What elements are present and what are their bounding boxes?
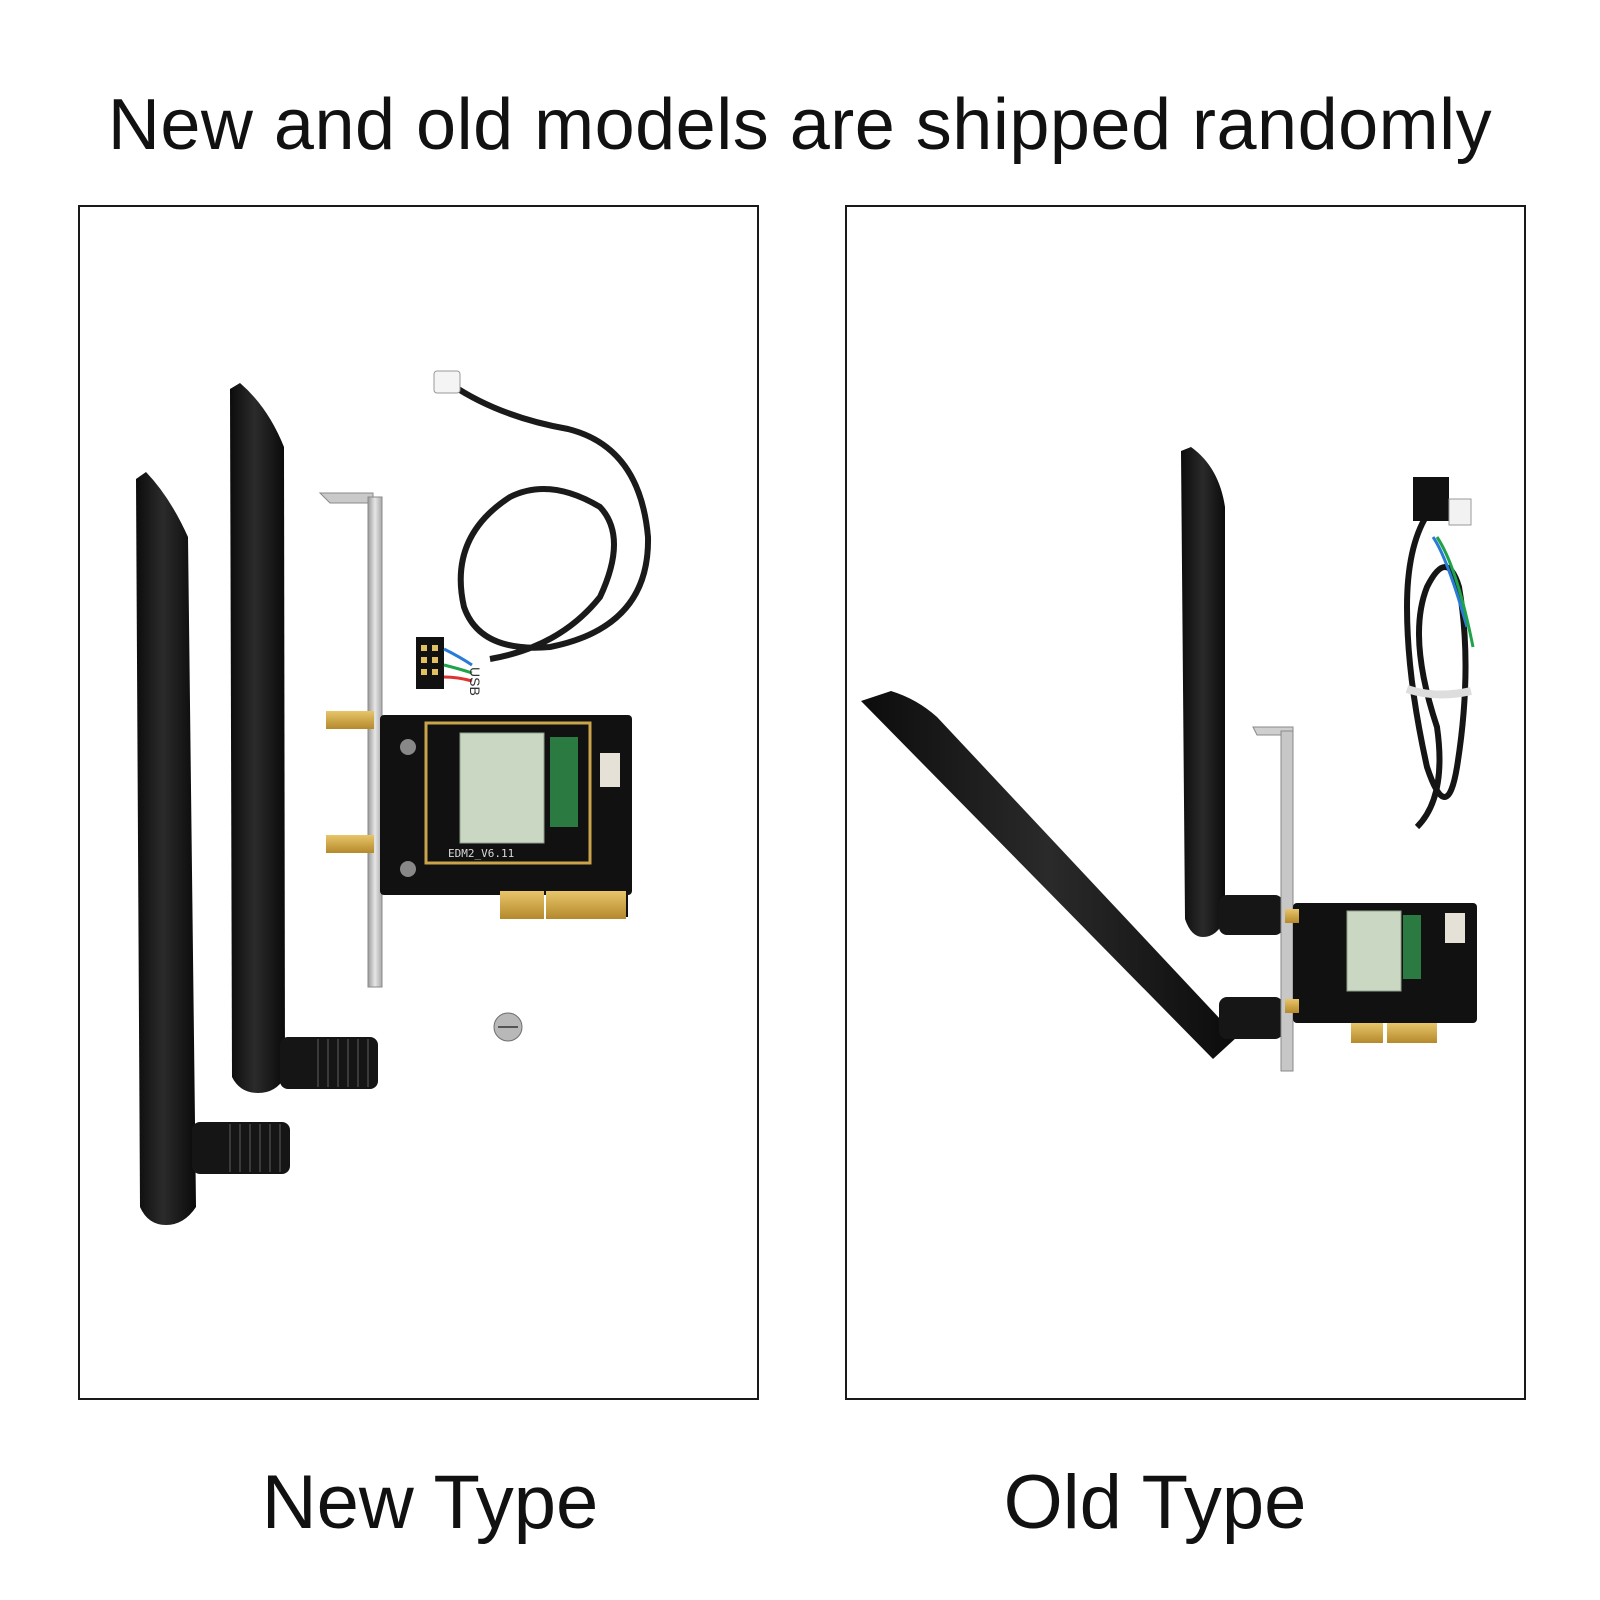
screw [493,1012,523,1042]
antenna-2 [230,383,378,1093]
headline: New and old models are shipped randomly [107,85,1493,165]
board-version-label: EDM2_V6.11 [448,847,514,860]
new-type-panel: USB EDM2_V6.11 [78,205,759,1400]
new-type-caption: New Type [261,1460,599,1545]
usb-label: USB [467,667,483,696]
usb-cable-old [1403,477,1475,830]
wifi-card-pcb: EDM2_V6.11 [380,715,632,919]
pcie-bracket-old [1252,726,1294,1072]
sma-connectors [326,711,374,853]
antenna-upright [1181,447,1283,937]
old-type-caption: Old Type [1003,1460,1307,1545]
old-type-panel [845,205,1526,1400]
old-type-product-image [861,447,1477,1072]
usb-cable [416,370,652,689]
wifi-card-pcb-old [1285,903,1477,1043]
antenna-1 [136,472,290,1225]
pcie-bracket [318,492,383,988]
antenna-angled [861,691,1283,1059]
new-type-product-image: USB EDM2_V6.11 [136,370,652,1225]
